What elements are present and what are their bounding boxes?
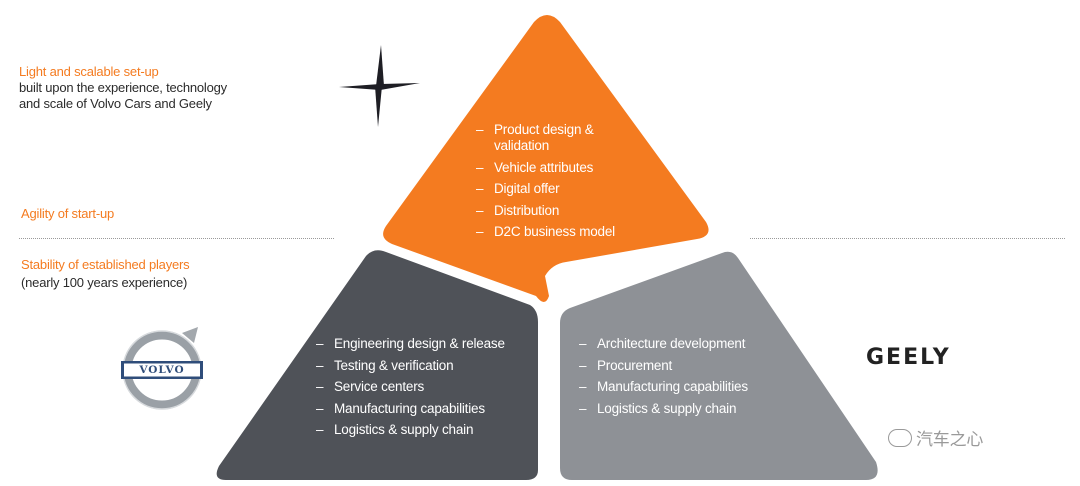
geely-logo: GEELY: [866, 345, 951, 370]
list-item: Distribution: [476, 203, 626, 219]
list-item: Architecture development: [579, 336, 779, 352]
list-item: Vehicle attributes: [476, 160, 626, 176]
volvo-logo-icon: [121, 327, 203, 410]
polestar-star-icon: [339, 45, 420, 127]
list-item: Engineering design & release: [316, 336, 526, 352]
list-item: Manufacturing capabilities: [316, 401, 526, 417]
separator-left: [19, 238, 334, 239]
list-item: Procurement: [579, 358, 779, 374]
light-setup-title: Light and scalable set-up: [19, 64, 159, 79]
top-triangle: [383, 15, 709, 302]
agility-label: Agility of start-up: [21, 206, 115, 221]
light-setup-line2: and scale of Volvo Cars and Geely: [19, 96, 212, 111]
watermark: 汽车之心: [888, 425, 983, 450]
list-item: Testing & verification: [316, 358, 526, 374]
list-item: Digital offer: [476, 181, 626, 197]
list-item: D2C business model: [476, 224, 626, 240]
volvo-wordmark: VOLVO: [139, 364, 185, 376]
chat-bubble-icon: [888, 429, 912, 447]
list-item: Manufacturing capabilities: [579, 379, 779, 395]
right-triangle-list: Architecture development Procurement Man…: [579, 336, 779, 422]
light-setup-line1: built upon the experience, technology: [19, 80, 227, 95]
top-triangle-list: Product design &validation Vehicle attri…: [476, 122, 626, 246]
separator-right: [750, 238, 1065, 239]
list-item: Logistics & supply chain: [316, 422, 526, 438]
list-item: Logistics & supply chain: [579, 401, 779, 417]
stability-title: Stability of established players: [21, 257, 190, 272]
list-item: Service centers: [316, 379, 526, 395]
stability-subtitle: (nearly 100 years experience): [21, 275, 188, 290]
left-triangle-list: Engineering design & release Testing & v…: [316, 336, 526, 444]
list-item: Product design &validation: [476, 122, 626, 154]
